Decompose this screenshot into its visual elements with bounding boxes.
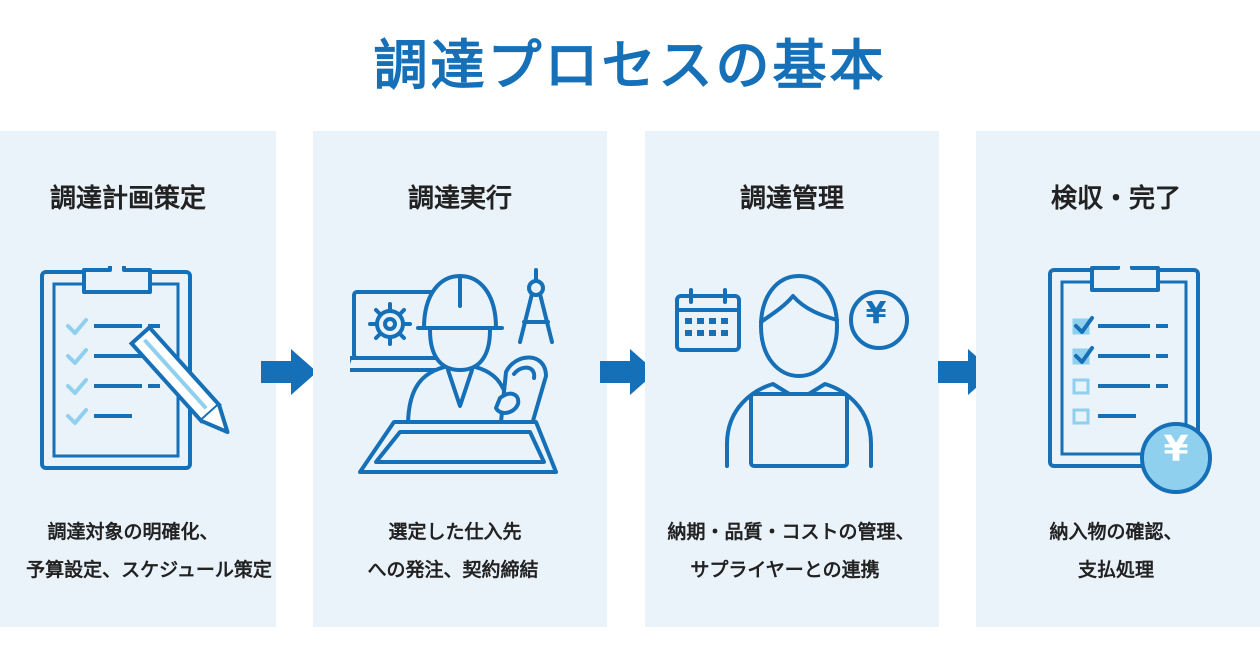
step-card-management: 調達管理 ¥ 納期・品質・コストの管理、 サプライヤーとの連携 [645,131,939,627]
yen-symbol: ¥ [1163,429,1189,470]
step-desc-line2: への発注、契約締結 [367,559,539,581]
step-desc-line1: 選定した仕入先 [388,521,522,543]
step-card-planning: 調達計画策定 調達対象の明確化、 予算設定、スケジュール策定 [0,131,276,627]
step-title: 検収・完了 [1050,184,1181,214]
manager-calendar-yen-icon [675,274,909,468]
clipboard-checklist-pencil-icon [40,266,230,470]
step-title: 調達計画策定 [49,184,206,214]
clipboard-yen-icon [1048,266,1212,494]
step-desc-line1: 納入物の確認、 [1049,521,1183,543]
arrow-right-icon [600,349,656,395]
step-desc-line2: 支払処理 [1077,559,1154,581]
step-desc-line1: 納期・品質・コストの管理、 [667,521,915,543]
engineer-blueprint-icon [350,268,558,474]
step-title: 調達実行 [407,184,512,214]
step-title: 調達管理 [739,184,844,214]
arrow-right-icon [261,349,317,395]
yen-symbol: ¥ [865,296,887,331]
page-title: 調達プロセスの基本 [373,34,887,97]
step-card-execution: 調達実行 選定した仕入先 への発注、契約締結 [313,131,607,627]
step-desc-line2: サプライヤーとの連携 [690,559,880,581]
step-card-completion: 検収・完了 ¥ 納入物の確認、 支払処理 [976,131,1260,627]
step-desc-line1: 調達対象の明確化、 [47,521,219,543]
step-desc-line2: 予算設定、スケジュール策定 [26,559,272,581]
